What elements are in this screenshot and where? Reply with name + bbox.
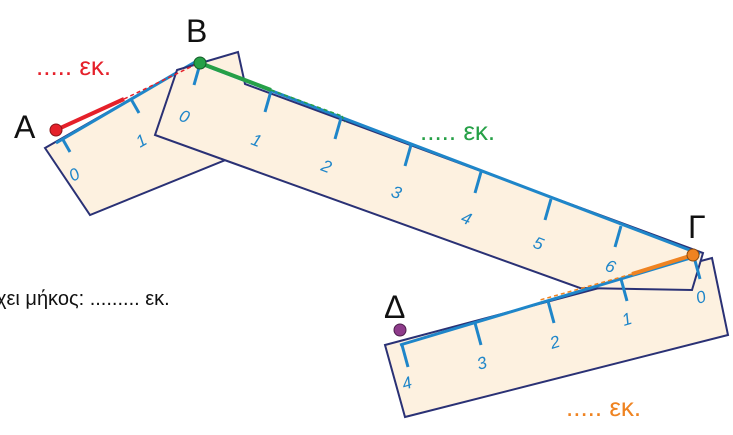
point-g-label: Γ (688, 209, 706, 245)
segment-gd (539, 253, 694, 301)
blank-red: ..... εκ. (36, 51, 111, 81)
ruler-3-tick (546, 300, 556, 324)
ruler-2-tick (333, 117, 343, 140)
point-b-label: Β (186, 13, 207, 49)
point-d (393, 323, 407, 337)
total-length-text: χει μήκος: ......... εκ. (0, 288, 170, 310)
ruler-3-tick (619, 278, 629, 302)
segment-bc (199, 61, 346, 123)
blank-green: ..... εκ. (420, 116, 495, 146)
point-g (686, 248, 700, 262)
point-b (193, 56, 207, 70)
ruler-2-tick (263, 90, 273, 113)
ruler-1-tick (129, 98, 141, 114)
ruler-2-tick (543, 198, 553, 221)
point-d-label: Δ (384, 289, 405, 325)
ruler-2: 0 1 2 3 4 5 6 (153, 50, 705, 292)
point-a (49, 123, 63, 137)
ruler-1-tick (60, 137, 72, 153)
blank-orange: ..... εκ. (566, 392, 641, 422)
ruler-2-ticks (192, 63, 623, 248)
ruler-2-tick (613, 225, 623, 248)
segment-ab (55, 62, 200, 132)
point-a-label: Α (14, 109, 36, 145)
ruler-3-tick (400, 344, 410, 368)
ruler-3-tick (473, 322, 483, 346)
ruler-2-tick (473, 171, 483, 194)
ruler-2-tick (403, 144, 413, 167)
